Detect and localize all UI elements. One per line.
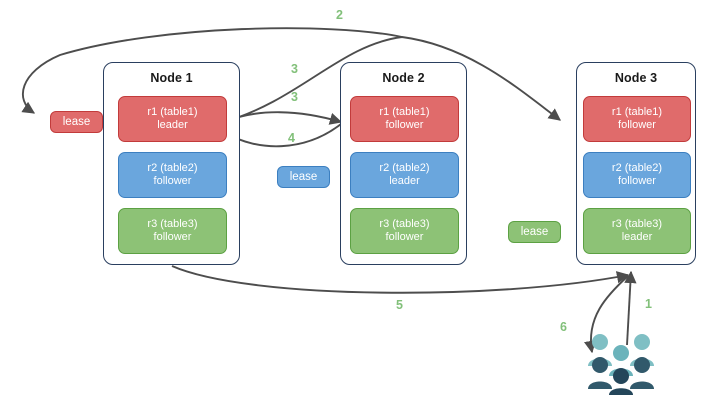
lease-box-right[interactable]: lease bbox=[508, 221, 561, 243]
edge-label-2: 2 bbox=[336, 8, 343, 22]
edge-label-3a: 3 bbox=[291, 62, 298, 76]
edge-4-node2r1-to-node1r1 bbox=[224, 123, 342, 148]
people-group-icon[interactable] bbox=[586, 333, 664, 395]
replica-n2-r2[interactable]: r2 (table2) leader bbox=[350, 152, 459, 198]
replica-role: follower bbox=[153, 175, 192, 187]
node-title: Node 2 bbox=[382, 71, 425, 85]
replica-name: r2 (table2) bbox=[147, 161, 198, 174]
replica-name: r3 (table3) bbox=[147, 217, 198, 230]
replica-role: follower bbox=[618, 175, 656, 187]
edge-label-5: 5 bbox=[396, 298, 403, 312]
replica-name: r1 (table1) bbox=[379, 105, 430, 118]
edge-5-node1-to-node3 bbox=[171, 265, 630, 294]
replica-n3-r3[interactable]: r3 (table3) leader bbox=[583, 208, 691, 254]
replica-n1-r1[interactable]: r1 (table1) leader bbox=[118, 96, 227, 142]
replica-role: leader bbox=[621, 231, 653, 243]
replica-n1-r3[interactable]: r3 (table3) follower bbox=[118, 208, 227, 254]
edge-3-node1r1-to-node2r1 bbox=[223, 111, 343, 125]
replica-name: r2 (table2) bbox=[611, 161, 663, 174]
replica-n1-r2[interactable]: r2 (table2) follower bbox=[118, 152, 227, 198]
replica-role: leader bbox=[157, 119, 188, 131]
edge-label-6: 6 bbox=[560, 320, 567, 334]
replica-n2-r3[interactable]: r3 (table3) follower bbox=[350, 208, 459, 254]
replica-role: leader bbox=[389, 175, 420, 187]
node-title: Node 1 bbox=[150, 71, 193, 85]
edge-label-4: 4 bbox=[288, 131, 295, 145]
replica-n3-r1[interactable]: r1 (table1) follower bbox=[583, 96, 691, 142]
replica-role: follower bbox=[385, 119, 424, 131]
replica-name: r1 (table1) bbox=[611, 105, 663, 118]
edge-label-3b: 3 bbox=[291, 90, 298, 104]
node-box-node2[interactable]: Node 2 r1 (table1) follower r2 (table2) … bbox=[340, 62, 467, 265]
replica-n3-r2[interactable]: r2 (table2) follower bbox=[583, 152, 691, 198]
replica-name: r1 (table1) bbox=[147, 105, 198, 118]
replica-name: r3 (table3) bbox=[379, 217, 430, 230]
replica-role: follower bbox=[153, 231, 192, 243]
lease-box-left[interactable]: lease bbox=[50, 111, 103, 133]
replica-name: r2 (table2) bbox=[379, 161, 430, 174]
node-box-node1[interactable]: Node 1 r1 (table1) leader r2 (table2) fo… bbox=[103, 62, 240, 265]
node-box-node3[interactable]: Node 3 r1 (table1) follower r2 (table2) … bbox=[576, 62, 696, 265]
replica-name: r3 (table3) bbox=[611, 217, 663, 230]
lease-box-middle[interactable]: lease bbox=[277, 166, 330, 188]
replica-role: follower bbox=[618, 119, 656, 131]
replica-role: follower bbox=[385, 231, 424, 243]
replica-n2-r1[interactable]: r1 (table1) follower bbox=[350, 96, 459, 142]
edge-label-1: 1 bbox=[645, 297, 652, 311]
node-title: Node 3 bbox=[614, 71, 658, 85]
